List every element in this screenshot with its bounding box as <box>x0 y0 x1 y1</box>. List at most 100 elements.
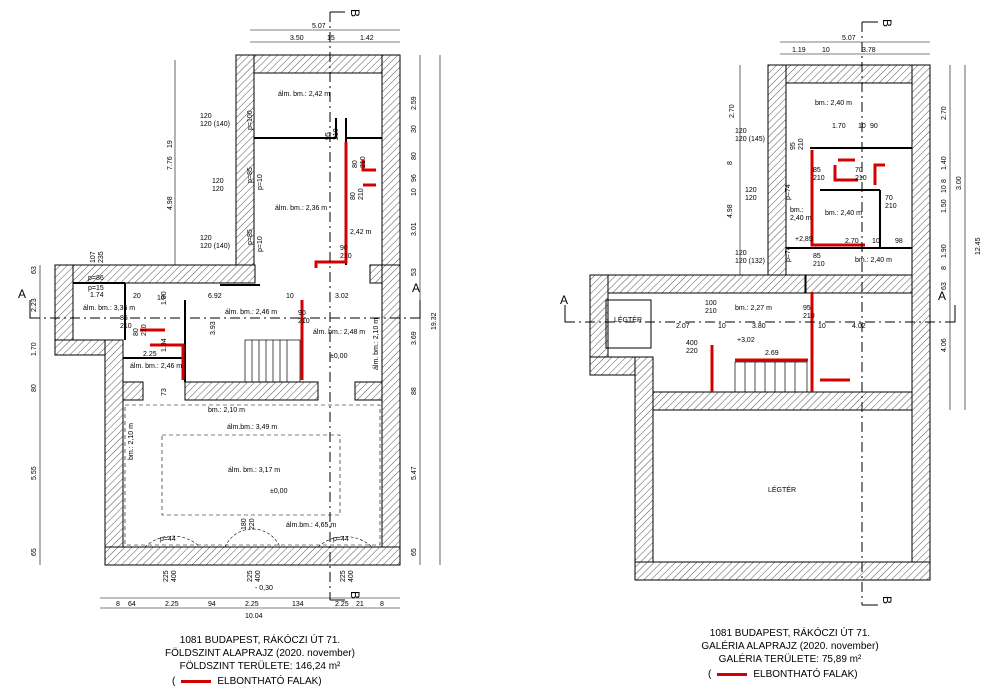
dim-top-c: 1.42 <box>360 35 374 42</box>
dim-bottom-1: 64 <box>128 601 136 608</box>
room-label-11: bm.: 2,10 m <box>128 423 135 460</box>
door-label-2: 80210 <box>350 188 365 200</box>
parapet-0: p=100 <box>247 110 254 130</box>
gallery-dim-right-4: 1.50 <box>941 199 948 213</box>
door-label-11: 107235 <box>90 251 105 263</box>
dim-top-total: 5.07 <box>312 23 326 30</box>
dim-left-0: 63 <box>31 266 38 274</box>
gallery-dim-right-5: 3.00 <box>956 176 963 190</box>
right-legend-open: ( <box>708 669 712 680</box>
dim-bottom-2: 2.25 <box>165 601 179 608</box>
parapet-2: p=10 <box>257 174 264 190</box>
door-label-0: 95210 <box>325 128 340 140</box>
gallery-room-5: LÉGTÉR <box>614 315 642 324</box>
ground-floor-walls <box>54 54 401 566</box>
door-label-8: 225400 <box>163 570 178 582</box>
dim-inner-8: 6.92 <box>208 293 222 300</box>
right-caption-area: GALÉRIA TERÜLETE: 75,89 m² <box>718 654 862 665</box>
dim-bottom-5: 134 <box>292 601 304 608</box>
dim-inner-12: 2.25 <box>143 351 157 358</box>
gallery-dim-top-a: 1.19 <box>792 47 806 54</box>
level-1: ±0,00 <box>270 488 288 495</box>
facade-doors <box>144 528 373 548</box>
gallery-section-b-top: B <box>880 19 894 27</box>
gallery-section-a-left: A <box>560 293 568 307</box>
parapet-7: p=44 <box>160 536 176 543</box>
gallery-door-0: 95210 <box>790 138 805 150</box>
dim-right-4: 10 <box>411 188 418 196</box>
dim-inner-2: 4.98 <box>167 196 174 210</box>
parapet-8: p=44 <box>333 536 349 543</box>
gallery-level-0: +2,89 <box>795 236 813 243</box>
gallery-section-a-right: A <box>938 289 946 303</box>
gallery-dim-right-6: 1.90 <box>941 244 948 258</box>
right-caption-plan: GALÉRIA ALAPRAJZ (2020. november) <box>701 641 879 652</box>
level-0: ±0,00 <box>330 353 348 360</box>
parapet-3: p=85 <box>247 229 254 245</box>
dim-inner-1: 19 <box>167 140 174 148</box>
room-label-3: álm. bm.: 2,46 m <box>225 309 277 316</box>
left-legend-open: ( <box>172 676 176 687</box>
gallery-dim-inner-6: 2.07 <box>676 323 690 330</box>
gallery-dim-right-2: 8 <box>941 179 948 183</box>
gallery-projection <box>124 404 381 546</box>
dim-right-3: 96 <box>411 174 418 182</box>
section-b-top-marker: B <box>348 9 362 17</box>
section-a-right-marker: A <box>412 281 420 295</box>
gallery-room-1: bm.:2,40 m <box>790 207 812 222</box>
gallery-dim-top-c: 3.78 <box>862 47 876 54</box>
gallery-dim-right-total: 12.45 <box>975 237 982 255</box>
gallery-labels: A A B B 5.07 1.19 10 3.78 1.70 10 90 2.7… <box>560 19 982 604</box>
dim-right-9: 5.47 <box>411 466 418 480</box>
gallery-dim-inner-2: 90 <box>870 123 878 130</box>
door-label-9: 225400 <box>247 570 262 582</box>
right-legend: ( ELBONTHATÓ FALAK) <box>708 669 858 680</box>
room-label-9: álm. bm.: 3,17 m <box>228 467 280 474</box>
dim-bottom-6: 2.25 <box>335 601 349 608</box>
dim-top-a: 3.50 <box>290 35 304 42</box>
gallery-dim-inner-4: 10 <box>872 238 880 245</box>
dim-bottom-4: 2.25 <box>245 601 259 608</box>
ground-floor-dimension-lines <box>39 29 441 609</box>
gallery-dim-inner-5: 98 <box>895 238 903 245</box>
right-legend-red-line <box>717 673 748 676</box>
dim-inner-10: 10 <box>286 293 294 300</box>
gallery-partitions <box>786 147 912 249</box>
parapet-6: p=15 <box>88 285 104 292</box>
parapet-4: p=10 <box>257 236 264 252</box>
room-label-6: álm. bm.: 2,46 m <box>130 363 182 370</box>
gallery-dim-right-9: 4.06 <box>941 338 948 352</box>
gallery-dim-inner-3: 2.70 <box>845 238 859 245</box>
room-label-8: álm.bm.: 3,49 m <box>227 424 277 431</box>
dim-inner-11: 3.02 <box>335 293 349 300</box>
dim-left-4: 5.55 <box>31 466 38 480</box>
gallery-parapet-0: p=74 <box>785 184 792 200</box>
gallery-dim-inner-1: 10 <box>858 123 866 130</box>
dim-right-0: 2.59 <box>411 96 418 110</box>
gallery-dim-inner-10: 4.02 <box>852 323 866 330</box>
gallery-dim-left-0: 2.70 <box>729 104 736 118</box>
gallery-section-b-bottom: B <box>880 596 894 604</box>
room-label-2: 2,42 m <box>350 229 372 236</box>
door-label-7: 180220 <box>241 518 256 530</box>
room-label-12: álm. bm.: 2,10 m <box>373 318 380 370</box>
dim-inner-0: 7.76 <box>167 156 174 170</box>
room-label-5: álm. bm.: 3,36 m <box>83 305 135 312</box>
room-label-1: álm. bm.: 2,36 m <box>275 205 327 212</box>
dim-right-8: 88 <box>411 387 418 395</box>
parapet-5: p=86 <box>88 275 104 282</box>
room-label-7: bm.: 2,10 m <box>208 407 245 414</box>
gallery-floor-plan: A A B B 5.07 1.19 10 3.78 1.70 10 90 2.7… <box>560 19 982 606</box>
dim-right-1: 30 <box>411 125 418 133</box>
